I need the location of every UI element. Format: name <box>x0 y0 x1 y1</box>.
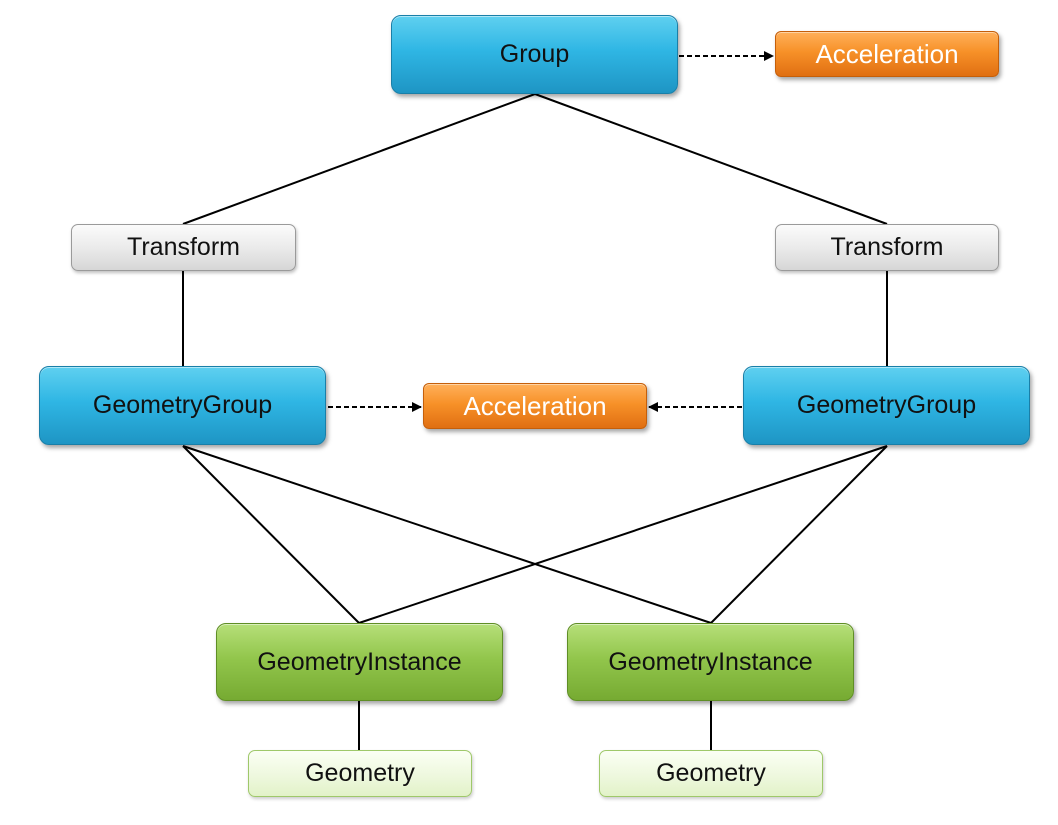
edge-geometrygroup-left-instance-right <box>182 445 712 624</box>
transform-node-right-label: Transform <box>830 233 944 261</box>
geometrygroup-node-left: GeometryGroup <box>39 366 326 445</box>
acceleration-node-top: Acceleration <box>775 31 999 77</box>
edge-geometrygroup-left-instance-left <box>182 445 360 624</box>
geometry-node-right-label: Geometry <box>656 759 766 787</box>
geometrygroup-node-left-label: GeometryGroup <box>92 391 273 419</box>
group-node: Group <box>391 15 678 94</box>
acceleration-node-middle: Acceleration <box>423 383 647 429</box>
geometry-node-left-label: Geometry <box>305 759 415 787</box>
geometry-node-right: Geometry <box>599 750 823 797</box>
acceleration-node-top-label: Acceleration <box>815 38 959 69</box>
geometryinstance-node-right: GeometryInstance <box>567 623 854 701</box>
edge-geometrygroup-right-instance-right <box>710 445 888 624</box>
geometryinstance-node-left: GeometryInstance <box>216 623 503 701</box>
geometrygroup-node-right: GeometryGroup <box>743 366 1030 445</box>
edge-group-transform-left <box>182 93 536 225</box>
geometryinstance-node-right-label: GeometryInstance <box>608 647 813 676</box>
transform-node-left-label: Transform <box>127 233 240 261</box>
group-node-label: Group <box>499 40 570 68</box>
transform-node-left: Transform <box>71 224 296 271</box>
acceleration-node-middle-label: Acceleration <box>463 390 607 421</box>
transform-node-right: Transform <box>775 224 999 271</box>
edge-group-transform-right <box>534 93 888 225</box>
edge-geometrygroup-right-instance-left <box>358 445 888 624</box>
geometry-node-left: Geometry <box>248 750 472 797</box>
geometryinstance-node-left-label: GeometryInstance <box>257 647 462 676</box>
geometrygroup-node-right-label: GeometryGroup <box>796 391 977 419</box>
